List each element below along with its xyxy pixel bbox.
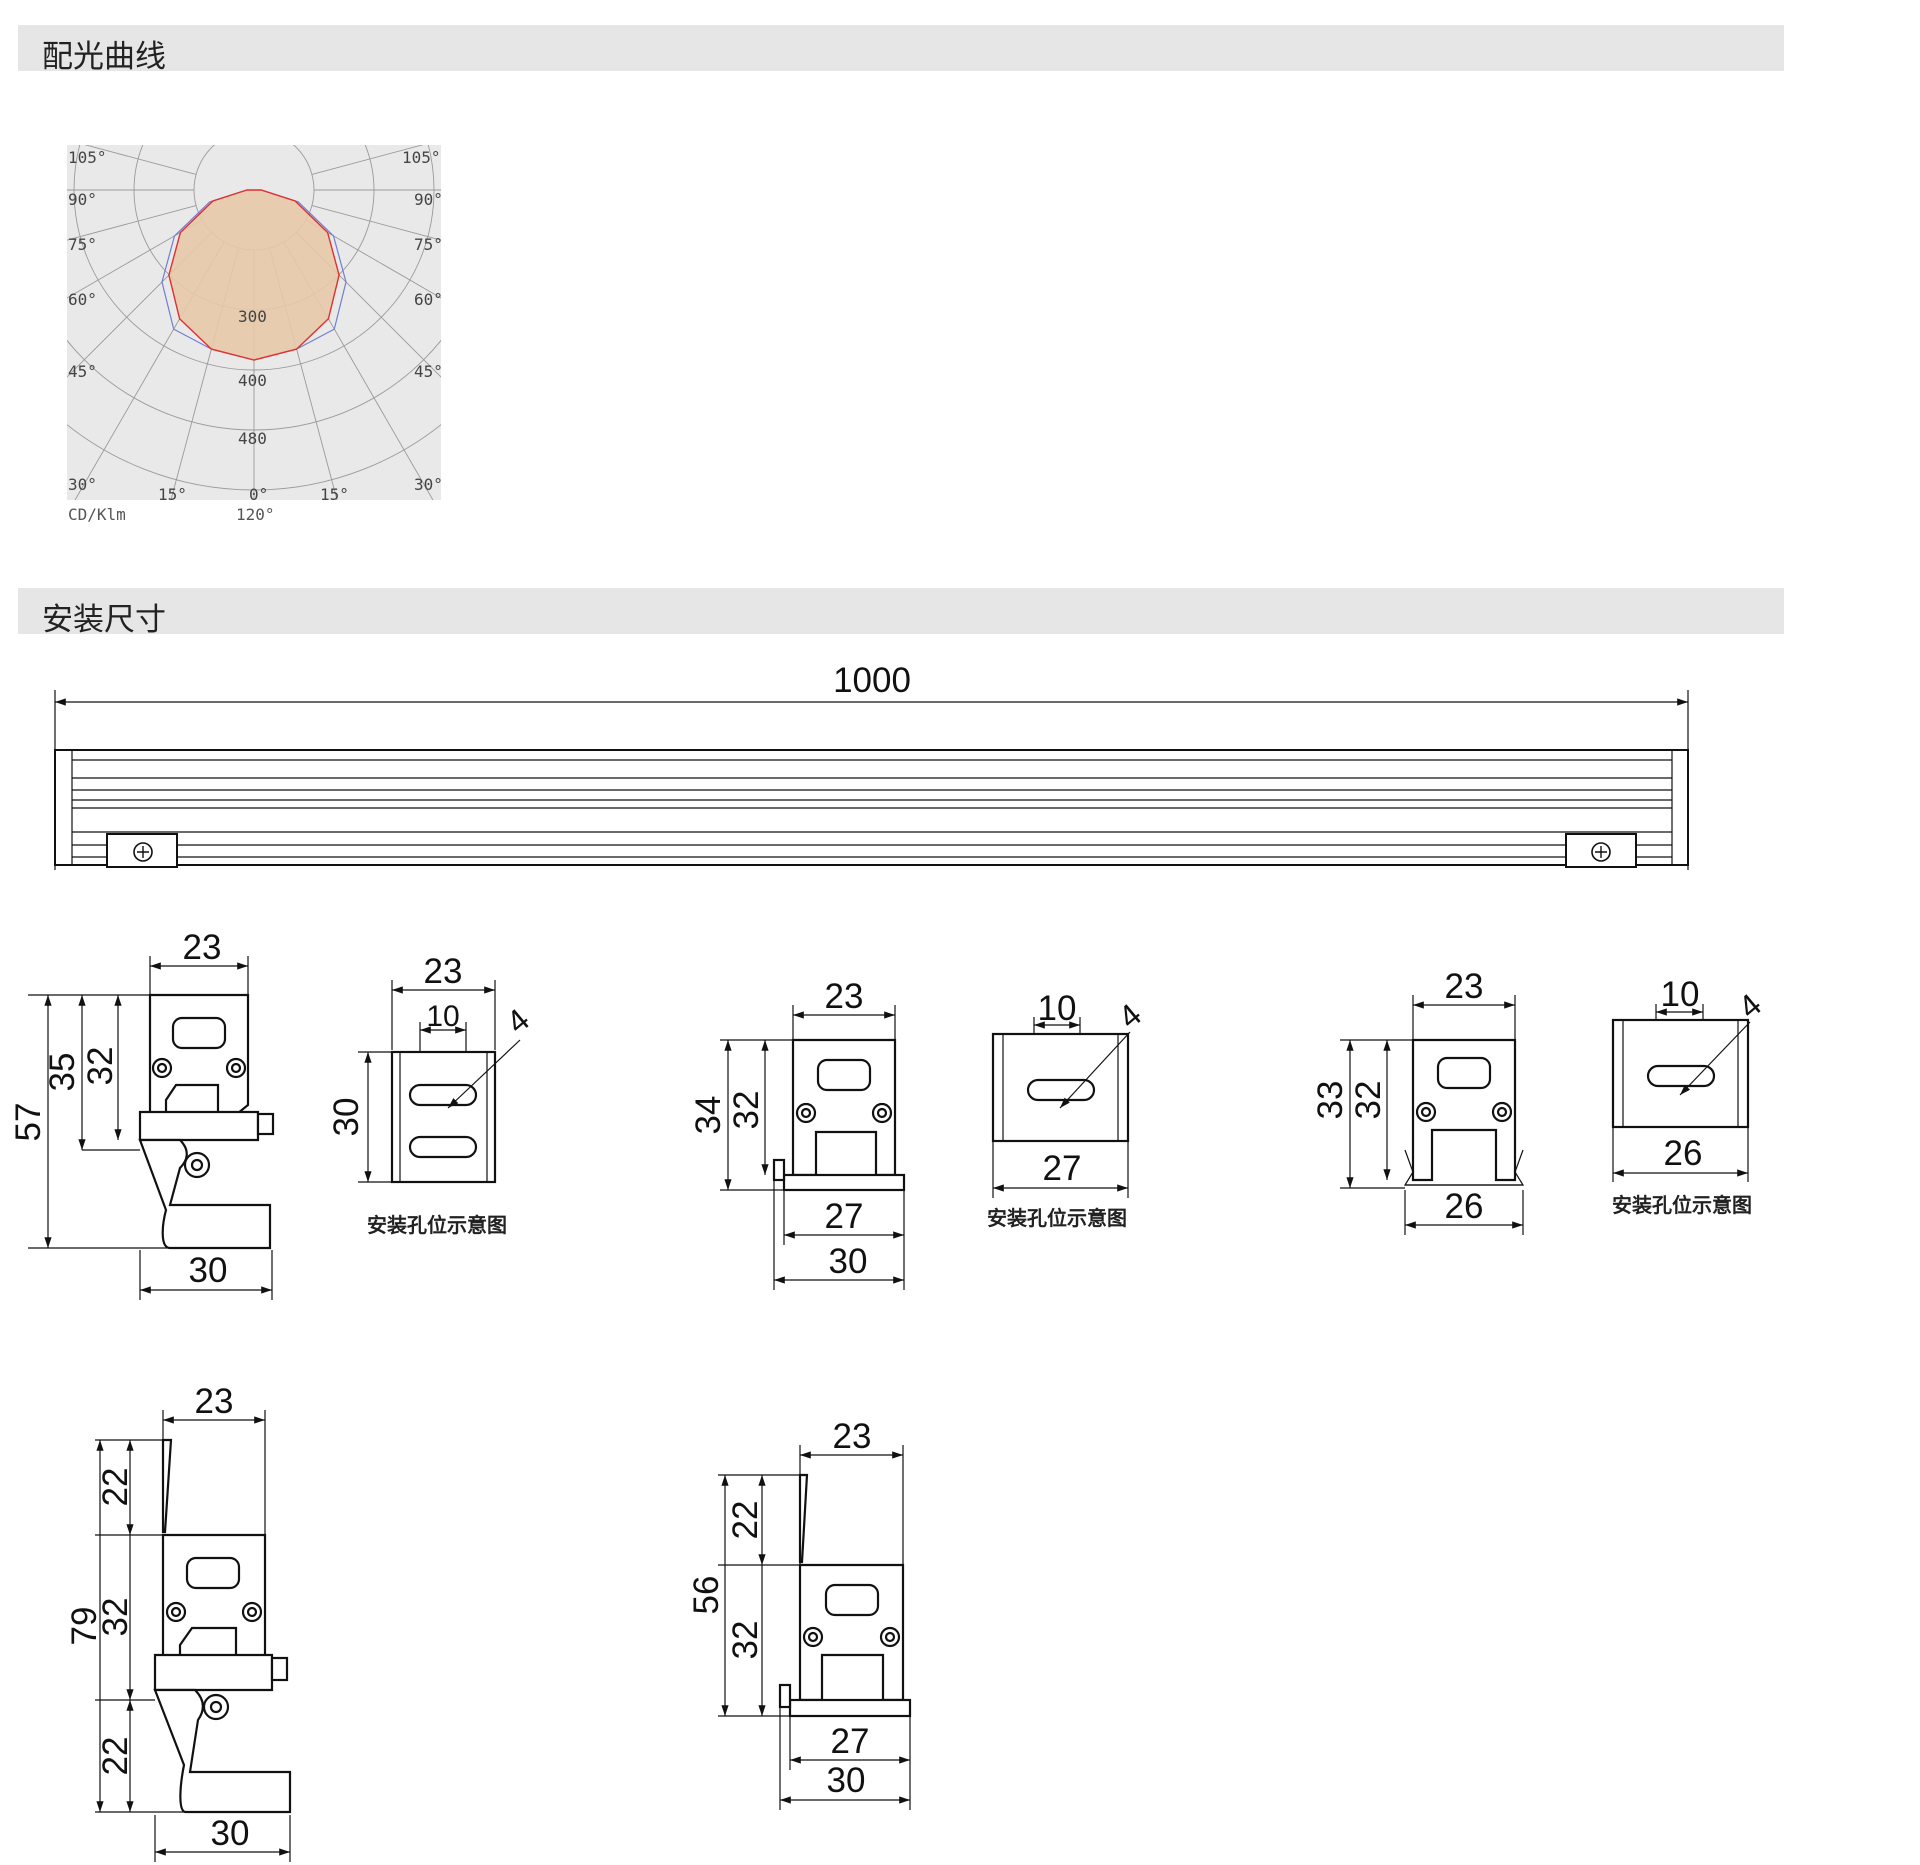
bracket-5-height-body: 32 bbox=[726, 1621, 765, 1660]
polar-chart: 300 400 480 105° 90° 75° 60° 45° 30° 105… bbox=[67, 145, 443, 524]
polar-spoke bbox=[67, 205, 197, 241]
bracket-5-top: 22 bbox=[726, 1501, 765, 1540]
polar-intensity-curve bbox=[168, 189, 340, 361]
left-angle-75: 75° bbox=[68, 235, 97, 254]
bracket-3-drawing: 23 33 32 26 bbox=[1311, 967, 1525, 1235]
bracket-5-base-width: 30 bbox=[827, 1761, 866, 1800]
bracket-4-height-body: 32 bbox=[96, 1598, 135, 1637]
left-angle-90: 90° bbox=[68, 190, 97, 209]
beam-angle-label: 120° bbox=[236, 505, 275, 524]
bracket-5-inner-width: 27 bbox=[831, 1722, 870, 1761]
bracket-4-width: 23 bbox=[195, 1382, 234, 1421]
section-header-installation: 安装尺寸 bbox=[18, 588, 1784, 638]
radial-label-400: 400 bbox=[238, 371, 267, 390]
left-angle-60: 60° bbox=[68, 290, 97, 309]
bracket-4-base-width: 30 bbox=[211, 1814, 250, 1853]
hole-plate-1-width: 23 bbox=[424, 952, 463, 991]
length-value: 1000 bbox=[833, 661, 911, 700]
polar-spoke bbox=[311, 145, 424, 175]
right-angle-90: 90° bbox=[414, 190, 443, 209]
hole-plate-3-width: 26 bbox=[1664, 1134, 1703, 1173]
right-angle-45: 45° bbox=[414, 362, 443, 381]
bracket-2-drawing: 23 34 32 27 30 bbox=[689, 977, 906, 1290]
left-angle-105: 105° bbox=[68, 148, 107, 167]
right-angle-60: 60° bbox=[414, 290, 443, 309]
radial-label-300: 300 bbox=[238, 307, 267, 326]
bracket-2-height-total: 34 bbox=[689, 1096, 728, 1135]
bottom-angle-0: 0° bbox=[249, 485, 268, 504]
bracket-5-width: 23 bbox=[833, 1417, 872, 1456]
bracket-5-drawing: 23 56 22 32 27 30 bbox=[687, 1417, 912, 1810]
hole-plate-2-width: 27 bbox=[1043, 1149, 1082, 1188]
bracket-4-bottom: 22 bbox=[96, 1737, 135, 1776]
bracket-4-height-total: 79 bbox=[65, 1607, 104, 1646]
hole-plate-2-caption: 安装孔位示意图 bbox=[987, 1206, 1127, 1230]
bar-side-view: 1000 bbox=[54, 661, 1689, 870]
hole-plate-3-caption: 安装孔位示意图 bbox=[1612, 1193, 1752, 1217]
bracket-2-width: 23 bbox=[825, 977, 864, 1016]
hole-plate-1-slot: 10 bbox=[426, 1000, 459, 1033]
section-title: 配光曲线 bbox=[42, 39, 166, 75]
bracket-1-height-mid: 35 bbox=[43, 1053, 82, 1092]
bottom-angle-15-right: 15° bbox=[320, 485, 349, 504]
bracket-4-drawing: 23 79 22 32 22 30 bbox=[65, 1382, 292, 1862]
hole-plate-3-slot: 10 bbox=[1661, 975, 1700, 1014]
section-title: 安装尺寸 bbox=[42, 602, 166, 638]
bottom-angle-15-left: 15° bbox=[158, 485, 187, 504]
polar-spoke bbox=[311, 205, 441, 241]
unit-label: CD/Klm bbox=[68, 505, 126, 524]
right-angle-75: 75° bbox=[414, 235, 443, 254]
hole-plate-1-drawing: 23 10 4 30 安装孔位示意图 bbox=[327, 952, 536, 1237]
bracket-3-width: 23 bbox=[1445, 967, 1484, 1006]
polar-spoke bbox=[84, 145, 197, 175]
hole-plate-2-drawing: 10 4 27 安装孔位示意图 bbox=[987, 989, 1148, 1230]
section-header-light-distribution: 配光曲线 bbox=[18, 25, 1784, 75]
polar-spoke bbox=[67, 219, 203, 299]
bracket-2-height-body: 32 bbox=[727, 1091, 766, 1130]
right-angle-105: 105° bbox=[402, 148, 441, 167]
right-angle-30: 30° bbox=[414, 475, 443, 494]
hole-plate-1-height: 30 bbox=[327, 1098, 366, 1137]
bracket-1-width: 23 bbox=[183, 928, 222, 967]
polar-spoke bbox=[305, 219, 441, 299]
hole-plate-2-hole: 4 bbox=[1111, 996, 1148, 1035]
left-angle-45: 45° bbox=[68, 362, 97, 381]
bracket-3-height-total: 33 bbox=[1311, 1081, 1350, 1120]
hole-plate-3-drawing: 10 4 26 安装孔位示意图 bbox=[1611, 975, 1768, 1217]
radial-label-480: 480 bbox=[238, 429, 267, 448]
bracket-2-inner-width: 27 bbox=[825, 1197, 864, 1236]
bracket-3-base-width: 26 bbox=[1445, 1187, 1484, 1226]
hole-plate-1-caption: 安装孔位示意图 bbox=[367, 1213, 507, 1237]
bracket-1-drawing: 23 57 35 32 30 bbox=[9, 928, 275, 1300]
bracket-1-base-width: 30 bbox=[189, 1251, 228, 1290]
bracket-1-height-body: 32 bbox=[81, 1047, 120, 1086]
bracket-2-base-width: 30 bbox=[829, 1242, 868, 1281]
bracket-5-height-total: 56 bbox=[687, 1576, 726, 1615]
bracket-4-top: 22 bbox=[96, 1468, 135, 1507]
left-angle-30: 30° bbox=[68, 475, 97, 494]
hole-plate-2-slot: 10 bbox=[1038, 989, 1077, 1028]
hole-plate-1-hole: 4 bbox=[499, 1001, 536, 1040]
bracket-1-height-total: 57 bbox=[9, 1103, 48, 1142]
bracket-3-height-body: 32 bbox=[1349, 1081, 1388, 1120]
